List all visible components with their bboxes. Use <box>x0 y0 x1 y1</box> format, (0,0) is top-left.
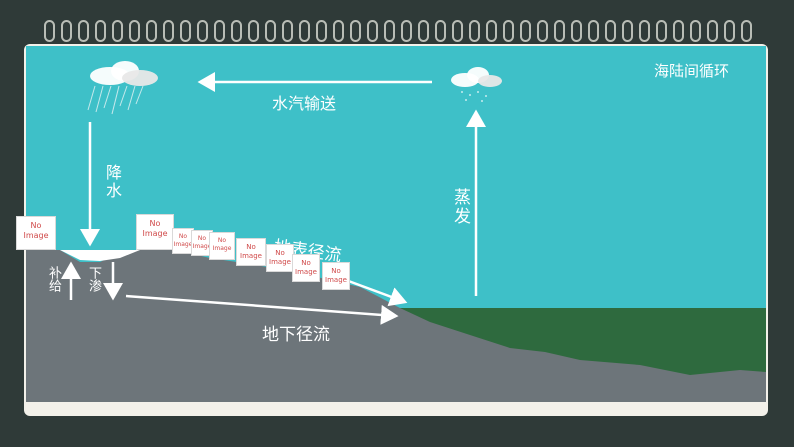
lake <box>60 250 140 261</box>
cloud-icon <box>451 67 502 102</box>
image-placeholder: No Image <box>172 228 194 254</box>
precipitation-label: 降水 <box>103 164 122 200</box>
image-placeholder: No Image <box>292 254 320 282</box>
image-placeholder: No Image <box>136 214 174 250</box>
underground-runoff-label: 地下径流 <box>262 325 330 345</box>
spiral-binding <box>44 20 764 46</box>
rain-cloud-icon <box>87 61 158 115</box>
image-placeholder: No Image <box>322 262 350 290</box>
evaporation-label: 蒸发 <box>450 188 470 226</box>
image-placeholder: No Image <box>266 244 294 272</box>
underground-runoff-arrow <box>125 294 399 325</box>
recharge-label: 补给 <box>46 266 61 292</box>
image-placeholder: No Image <box>209 232 235 260</box>
infiltration-label: 下渗 <box>86 266 101 292</box>
vapor-transport-label: 水汽输送 <box>272 94 337 113</box>
image-placeholder: No Image <box>236 238 266 266</box>
diagram-title: 海陆间循环 <box>654 62 730 80</box>
image-placeholder: No Image <box>16 216 56 250</box>
